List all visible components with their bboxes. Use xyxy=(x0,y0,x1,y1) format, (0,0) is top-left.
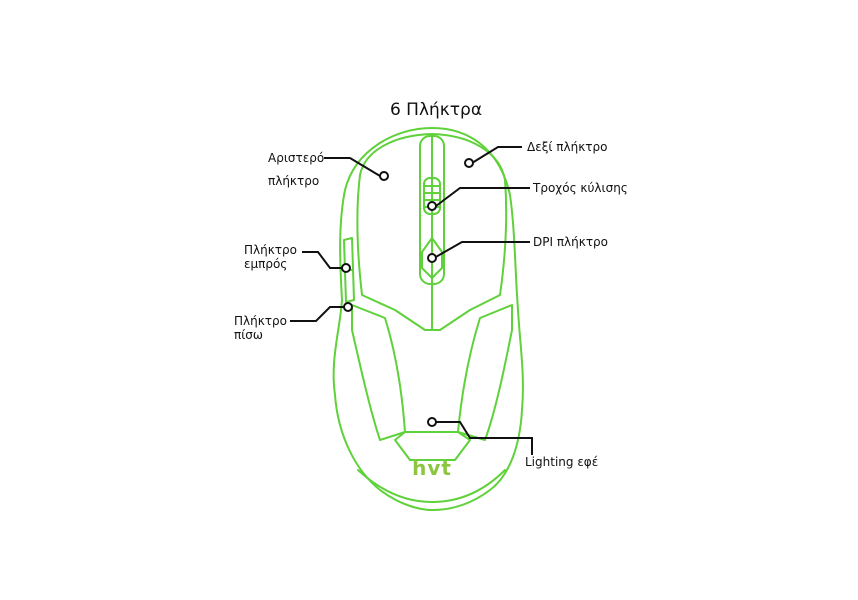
mouse-illustration xyxy=(332,127,524,511)
dot-scroll-wheel xyxy=(427,201,437,211)
left-grip-panel xyxy=(351,304,406,441)
dot-back-button xyxy=(343,302,353,312)
callout-dpi-button xyxy=(433,241,530,259)
label-forward-button-line2: εμπρός xyxy=(244,257,287,271)
callout-lighting xyxy=(436,421,533,455)
label-scroll-wheel: Τροχός κύλισης xyxy=(532,181,628,195)
callout-right-button xyxy=(471,146,522,164)
brand-logo: hvt xyxy=(412,456,452,480)
dpi-button-shape xyxy=(421,237,443,279)
label-back-button-line2: πίσω xyxy=(234,328,263,342)
callout-dots xyxy=(341,158,474,427)
callout-left-button xyxy=(324,157,381,177)
callouts xyxy=(290,146,533,455)
dot-dpi-button xyxy=(427,253,437,263)
scroll-channel xyxy=(419,135,445,285)
label-back-button-line1: Πλήκτρο xyxy=(234,314,287,328)
callout-back-button xyxy=(290,306,346,322)
label-left-button-line1: Αριστερό xyxy=(268,151,324,165)
label-right-button: Δεξί πλήκτρο xyxy=(527,140,607,154)
label-forward-button-line1: Πλήκτρο xyxy=(244,243,297,257)
diagram-title: 6 Πλήκτρα xyxy=(390,100,482,120)
callout-scroll-wheel xyxy=(435,187,530,207)
dot-lighting xyxy=(427,417,437,427)
dot-left-button xyxy=(379,171,389,181)
dot-forward-button xyxy=(341,263,351,273)
dot-right-button xyxy=(464,158,474,168)
mouse-shell xyxy=(332,127,524,511)
side-buttons-strip xyxy=(343,237,355,303)
bottom-curve xyxy=(357,469,506,503)
palm-rest-panel xyxy=(394,431,471,461)
label-lighting: Lighting εφέ xyxy=(525,455,598,469)
right-grip-panel xyxy=(457,304,513,441)
label-dpi-button: DPI πλήκτρο xyxy=(533,235,608,249)
callout-forward-button xyxy=(302,251,344,269)
mouse-top-panel xyxy=(356,133,508,331)
label-left-button-line2: πλήκτρο xyxy=(268,174,319,188)
